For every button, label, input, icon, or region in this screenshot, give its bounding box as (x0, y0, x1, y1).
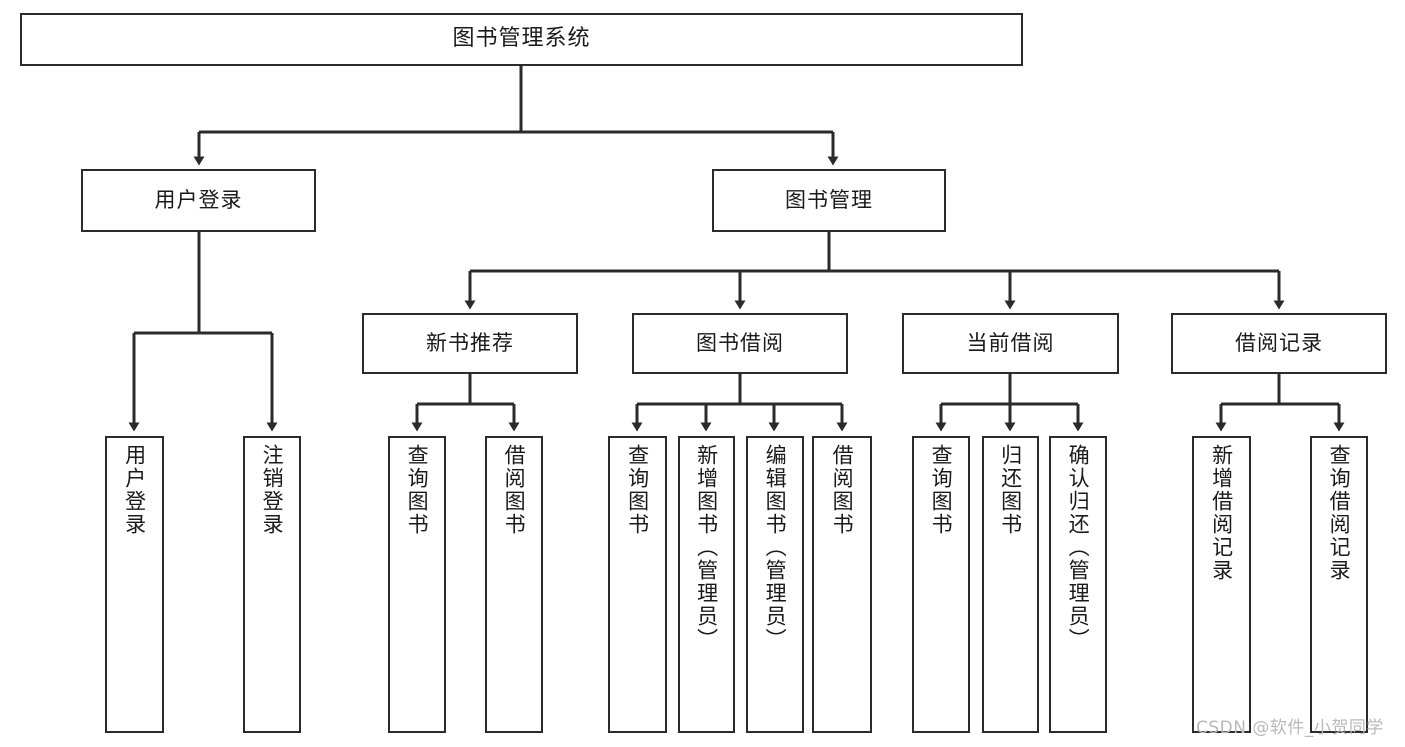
node-book-management[interactable]: 图书管理 (712, 169, 946, 232)
node-label: 当前借阅 (966, 330, 1055, 355)
node-label: 借阅记录 (1235, 330, 1323, 355)
node-label: 确认归还（管理员） (1066, 444, 1091, 651)
node-label: 图书管理 (785, 187, 873, 212)
leaf-query-book-current[interactable]: 查询图书 (912, 436, 970, 733)
node-label: 注销登录 (260, 444, 285, 536)
node-book-borrow[interactable]: 图书借阅 (632, 313, 848, 374)
node-label: 新增图书（管理员） (694, 444, 719, 651)
node-label: 借阅图书 (830, 444, 855, 536)
node-label: 图书借阅 (696, 330, 784, 355)
node-current-borrow[interactable]: 当前借阅 (902, 313, 1119, 374)
node-label: 新增借阅记录 (1209, 444, 1234, 582)
leaf-add-borrow-record[interactable]: 新增借阅记录 (1192, 436, 1251, 733)
node-new-book-recommend[interactable]: 新书推荐 (362, 313, 578, 374)
leaf-user-logout[interactable]: 注销登录 (243, 436, 301, 733)
node-label: 借阅图书 (502, 444, 527, 536)
leaf-confirm-return-admin[interactable]: 确认归还（管理员） (1049, 436, 1107, 733)
leaf-borrow-book-recommend[interactable]: 借阅图书 (485, 436, 543, 733)
node-user-login[interactable]: 用户登录 (81, 169, 316, 232)
leaf-add-book-admin[interactable]: 新增图书（管理员） (678, 436, 735, 733)
node-label: 归还图书 (998, 444, 1023, 536)
leaf-query-book-borrow[interactable]: 查询图书 (608, 436, 667, 733)
node-label: 查询图书 (405, 444, 430, 536)
leaf-edit-book-admin[interactable]: 编辑图书（管理员） (746, 436, 804, 733)
node-label: 查询图书 (625, 444, 650, 536)
leaf-query-book-recommend[interactable]: 查询图书 (388, 436, 446, 733)
node-label: 用户登录 (154, 187, 243, 212)
node-label: 图书管理系统 (452, 26, 591, 52)
node-label: 查询借阅记录 (1327, 444, 1352, 582)
leaf-query-borrow-record[interactable]: 查询借阅记录 (1310, 436, 1368, 733)
leaf-borrow-book[interactable]: 借阅图书 (812, 436, 872, 733)
leaf-user-login[interactable]: 用户登录 (105, 436, 164, 733)
node-borrow-record[interactable]: 借阅记录 (1171, 313, 1387, 374)
node-root-system[interactable]: 图书管理系统 (20, 13, 1023, 66)
node-label: 查询图书 (929, 444, 954, 536)
node-label: 编辑图书（管理员） (763, 444, 788, 651)
node-label: 用户登录 (122, 444, 147, 536)
leaf-return-book[interactable]: 归还图书 (982, 436, 1039, 733)
node-label: 新书推荐 (426, 330, 514, 355)
csdn-watermark: CSDN @软件_小贺同学 (1196, 718, 1384, 738)
